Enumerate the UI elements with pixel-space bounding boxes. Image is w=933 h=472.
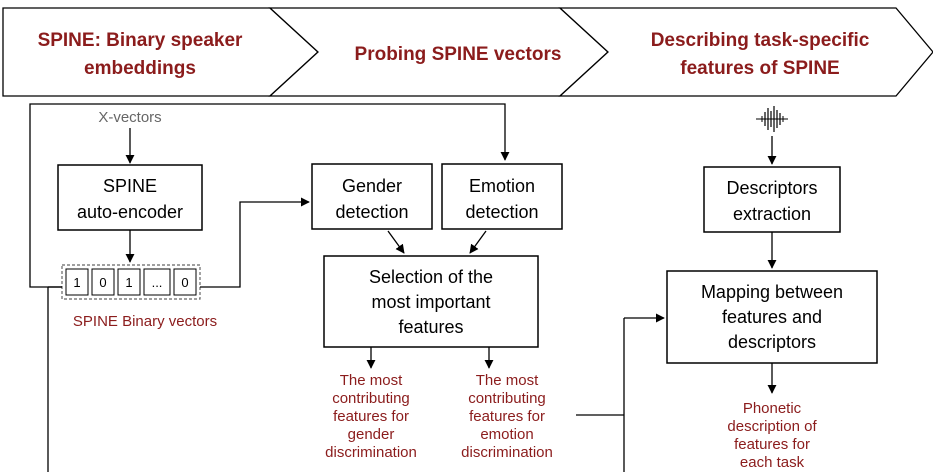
gender-output-text: The most contributing features for gende… bbox=[325, 372, 417, 461]
autoencoder-box: SPINE auto-encoder bbox=[57, 164, 203, 231]
arrow-emotion-to-selection bbox=[469, 230, 487, 254]
svg-text:discrimination: discrimination bbox=[461, 444, 553, 461]
phase-1-title-line2: embeddings bbox=[84, 58, 196, 79]
phonetic-output-text: Phonetic description of features for eac… bbox=[727, 400, 817, 471]
phase-1-title-line1: SPINE: Binary speaker bbox=[38, 30, 243, 51]
selection-label-line1: Selection of the bbox=[369, 267, 493, 287]
gender-label-line1: Gender bbox=[342, 176, 402, 196]
svg-text:features for: features for bbox=[469, 408, 545, 425]
emotion-label-line1: Emotion bbox=[469, 176, 535, 196]
vector-cell: 0 bbox=[99, 275, 106, 290]
descriptors-label-line1: Descriptors bbox=[726, 178, 817, 198]
phase-3-title-line1: Describing task-specific bbox=[651, 30, 870, 51]
svg-text:The most: The most bbox=[340, 372, 403, 389]
vector-cell: 1 bbox=[73, 275, 80, 290]
selection-label-line2: most important bbox=[371, 292, 490, 312]
autoencoder-label-line1: SPINE bbox=[103, 176, 157, 196]
phase-3-title-line2: features of SPINE bbox=[680, 58, 839, 79]
vector-cell: ... bbox=[152, 275, 163, 290]
descriptors-extraction-box: Descriptors extraction bbox=[703, 166, 841, 233]
mapping-label-line1: Mapping between bbox=[701, 282, 843, 302]
svg-text:each task: each task bbox=[740, 454, 805, 471]
connector-vector-to-gender bbox=[200, 197, 310, 288]
autoencoder-label-line2: auto-encoder bbox=[77, 202, 183, 222]
svg-text:features for: features for bbox=[333, 408, 409, 425]
descriptors-label-line2: extraction bbox=[733, 204, 811, 224]
mapping-box: Mapping between features and descriptors bbox=[666, 270, 878, 364]
gender-detection-box: Gender detection bbox=[311, 163, 433, 230]
svg-text:description of: description of bbox=[727, 418, 817, 435]
arrow-gender-to-selection bbox=[387, 230, 405, 254]
svg-text:contributing: contributing bbox=[468, 390, 546, 407]
svg-text:contributing: contributing bbox=[332, 390, 410, 407]
connector-vector-to-emotion bbox=[29, 103, 510, 288]
emotion-detection-box: Emotion detection bbox=[441, 163, 563, 230]
gender-label-line2: detection bbox=[335, 202, 408, 222]
phase-chevron-1: SPINE: Binary speaker embeddings bbox=[2, 7, 319, 97]
xvectors-label: X-vectors bbox=[98, 109, 161, 126]
svg-text:gender: gender bbox=[348, 426, 395, 443]
selection-box: Selection of the most important features bbox=[323, 255, 539, 348]
vector-cell: 0 bbox=[181, 275, 188, 290]
binary-vector: 1 0 1 ... 0 bbox=[61, 264, 201, 300]
mapping-label-line3: descriptors bbox=[728, 332, 816, 352]
emotion-label-line2: detection bbox=[465, 202, 538, 222]
emotion-output-text: The most contributing features for emoti… bbox=[461, 372, 553, 461]
svg-text:The most: The most bbox=[476, 372, 539, 389]
selection-label-line3: features bbox=[398, 317, 463, 337]
phase-2-title: Probing SPINE vectors bbox=[355, 44, 562, 65]
phase-chevron-3: Describing task-specific features of SPI… bbox=[558, 7, 933, 97]
mapping-label-line2: features and bbox=[722, 307, 822, 327]
svg-text:features for: features for bbox=[734, 436, 810, 453]
svg-text:discrimination: discrimination bbox=[325, 444, 417, 461]
binary-vectors-label: SPINE Binary vectors bbox=[73, 313, 217, 330]
phase-chevron-2: Probing SPINE vectors bbox=[268, 7, 609, 97]
svg-text:emotion: emotion bbox=[480, 426, 533, 443]
waveform-icon bbox=[754, 104, 790, 134]
vector-cell: 1 bbox=[125, 275, 132, 290]
svg-text:Phonetic: Phonetic bbox=[743, 400, 802, 417]
